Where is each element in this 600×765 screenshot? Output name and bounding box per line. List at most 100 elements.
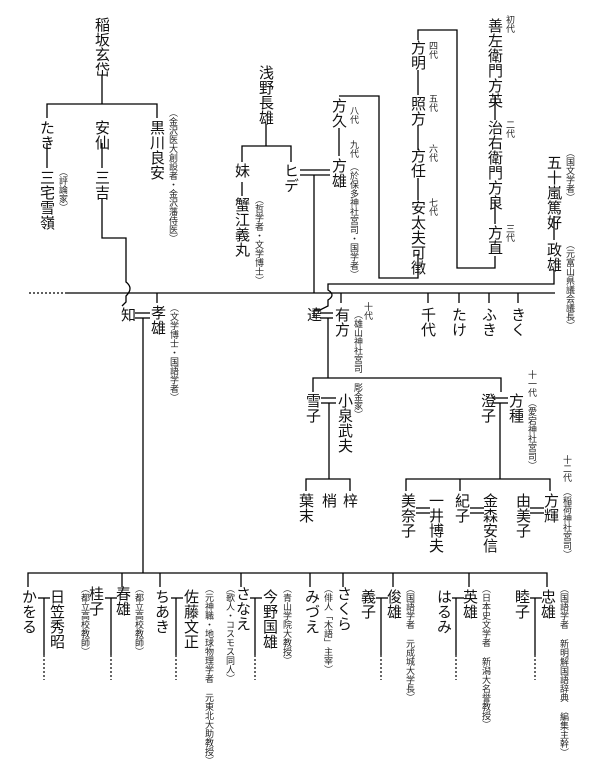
person-azusa: 梓 — [341, 493, 359, 508]
person-noriko: 紀子 — [453, 493, 471, 523]
person-take: たけ — [450, 307, 468, 337]
note-katatane: （愛宕神社宮司） — [526, 398, 536, 470]
person-kaoru: かをる — [20, 589, 38, 634]
person-yukiko: 雪子 — [304, 393, 322, 423]
line-arikata-children — [312, 377, 502, 392]
person-zenzaemon: 善左衛門方英 — [486, 18, 504, 108]
person-igarashi-atsuyoshi: 五十嵐篤好 — [545, 155, 563, 230]
person-terukata: 照方 — [409, 96, 427, 126]
person-harumi: はるみ — [435, 589, 453, 634]
person-chiaki: ちあき — [153, 589, 171, 634]
gen-katatou: 六代 — [427, 144, 437, 162]
person-takao: 孝雄 — [149, 305, 167, 335]
person-mutsuko: 睦子 — [513, 589, 531, 619]
note-kurokawa-yoshiyasu: （金沢医大創設者・金沢藩侍医） — [167, 108, 177, 243]
note-arikata: （雄山神社宮司 彫金家） — [352, 310, 362, 419]
person-masao: 政雄 — [545, 242, 563, 272]
family-tree-lines — [27, 29, 555, 680]
person-haruo: 春雄 — [114, 586, 132, 616]
person-chiyo: 千代 — [419, 307, 437, 337]
person-mizue: みづえ — [303, 589, 321, 634]
person-yoshiko: 義子 — [359, 589, 377, 619]
gen-terukata: 五代 — [427, 94, 437, 112]
line-katatane-children — [405, 478, 551, 491]
gen-katateru: 十二代 — [561, 455, 571, 482]
line-yukiko-children — [305, 478, 351, 491]
person-inasaka-gentai: 稲坂玄岱 — [93, 17, 111, 77]
person-hideo: 英雄 — [461, 589, 479, 619]
person-kanamori-yasunobu: 金森安信 — [481, 493, 499, 553]
gen-arikata: 十代 — [362, 302, 372, 320]
person-fuki: ふき — [480, 307, 498, 337]
note-miyake-setsurei: （評論家） — [57, 167, 67, 212]
note-katateru: （稲荷神社宮司） — [561, 487, 571, 559]
gen-yasudayu: 七代 — [427, 198, 437, 216]
line-inasaka-children — [46, 103, 158, 118]
person-hide: ヒデ — [282, 163, 300, 193]
person-kanie-yoshimaru: 蟹江義丸 — [233, 197, 251, 257]
person-sato-fumimasa: 佐藤文正 — [182, 589, 200, 649]
gen-jiemon: 二代 — [504, 120, 514, 138]
person-katatane: 方種 — [507, 393, 525, 423]
note-tadao: （国語学者 新明解国語辞典 編集主幹） — [558, 584, 568, 757]
person-arikata: 有方 — [333, 307, 351, 337]
person-tadao: 忠雄 — [539, 589, 557, 619]
gen-katanao: 三代 — [504, 224, 514, 242]
person-hikasa-hideaki: 日笠秀昭 — [48, 589, 66, 649]
person-toshio: 俊雄 — [385, 589, 403, 619]
person-miyake-setsurei: 三宅雪嶺 — [38, 170, 56, 230]
person-kozue: 梢 — [320, 493, 338, 508]
line-bottom-children — [27, 572, 548, 587]
line-sankichi-down — [101, 198, 131, 307]
note-konno-kunio: （青山学院大教授） — [281, 584, 291, 665]
note-kanie-yoshimaru: （哲学者・文学博士） — [253, 195, 263, 285]
person-keiko: 桂子 — [87, 586, 105, 616]
note-keiko: （都立高校教師） — [79, 584, 89, 656]
person-katatou: 方任 — [409, 148, 427, 178]
note-igarashi-atsuyoshi: （国文学者） — [564, 148, 574, 202]
line-masao-down — [314, 270, 555, 311]
gen-kataoo: 九代 — [348, 140, 358, 158]
person-konno-kunio: 今野国雄 — [261, 589, 279, 649]
person-kiku: きく — [509, 307, 527, 337]
person-taki: たき — [38, 120, 56, 150]
note-haruo: （都立高校教師） — [133, 584, 143, 656]
person-jiemon: 治右衛門方良 — [486, 120, 504, 210]
gen-katahisa: 八代 — [348, 106, 358, 124]
person-tatsu: 達 — [305, 307, 323, 322]
person-minako: 美奈子 — [399, 493, 417, 538]
person-sankichi: 三吉 — [93, 170, 111, 200]
person-katanao: 方直 — [486, 225, 504, 255]
person-hazue: 葉末 — [297, 493, 315, 523]
person-katahisa: 方久 — [330, 98, 348, 128]
person-sakura: さくら — [335, 586, 353, 631]
person-sumiko: 澄子 — [479, 393, 497, 423]
gen-zenzaemon: 初代 — [504, 15, 514, 33]
gen-katatane: 十一代 — [526, 370, 536, 397]
person-yasudayu: 安太夫可徴 — [409, 200, 427, 275]
note-masao: （元富山県議会議長） — [564, 240, 574, 330]
note-hideo: （日本史文学者 新潟大名誉教授） — [480, 584, 490, 729]
note-takao: （文学博士・国語学者） — [168, 303, 178, 402]
person-kataaki: 方明 — [409, 40, 427, 70]
person-kataoo: 方雄 — [330, 158, 348, 188]
person-imouto: 妹 — [233, 163, 251, 178]
gen-kataaki: 四代 — [427, 41, 437, 59]
person-yumiko: 由美子 — [514, 493, 532, 538]
note-sato-fumimasa: （元神職・地球物理学者 元東北大助教授） — [203, 584, 213, 765]
person-ichii-hiroo: 一井博夫 — [427, 493, 445, 553]
person-sanae: さなえ — [234, 586, 252, 631]
person-katateru: 方輝 — [542, 493, 560, 523]
note-mizue: （俳人「木語」主宰） — [322, 584, 332, 674]
note-kataoo: （於保多神社宮司・国学者） — [348, 162, 358, 279]
line-kataaki-up — [417, 29, 496, 269]
person-tomo: 知 — [119, 307, 137, 322]
person-kurokawa-yoshiyasu: 黒川良安 — [148, 120, 166, 180]
line-asano-children — [241, 145, 292, 162]
person-asano-nagao: 浅野長雄 — [257, 65, 275, 125]
line-katahisa-up — [339, 95, 419, 279]
note-sanae: （歌人・コスモス同人） — [224, 584, 234, 683]
person-koizumi-takeo: 小泉武夫 — [336, 393, 354, 453]
note-toshio: （国語学者 元成城大学長） — [404, 584, 414, 702]
person-ansen: 安仙 — [93, 120, 111, 150]
